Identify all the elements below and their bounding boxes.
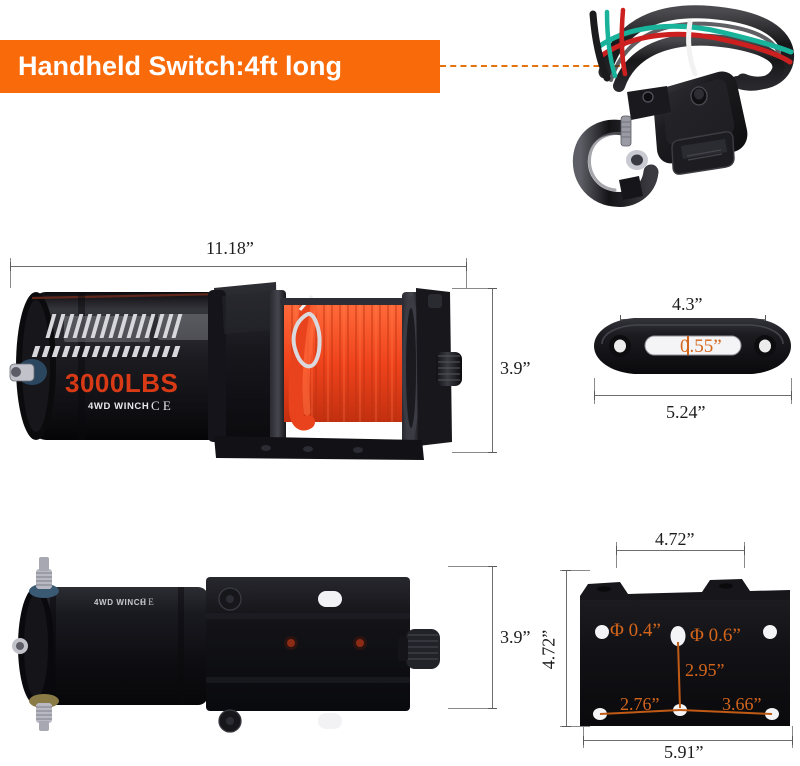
- winch-side-view: 3000LBS 4WD WINCH C E: [8, 270, 468, 465]
- dim-top-39-label: 3.9”: [500, 627, 531, 647]
- top-terminal-stud-upper: [29, 557, 59, 598]
- winch-top-knob: [398, 629, 440, 669]
- plate-measurement-lines: [599, 641, 773, 715]
- dim-side-39-ext-bottom: [452, 452, 494, 453]
- hole-upper-center: [670, 626, 686, 646]
- dim-plate-472-top-ext-right: [744, 542, 745, 568]
- dim-plate-472-left-ext-bottom: [560, 726, 590, 727]
- winch-sub-text: 4WD WINCH: [88, 401, 149, 412]
- dim-phi-06-label: Φ 0.6”: [690, 625, 741, 646]
- dim-plate-472-top-ext-left: [616, 542, 617, 568]
- plate-holes: [593, 625, 779, 720]
- banner-leader-line: [440, 65, 620, 67]
- dim-11-18-tick-right: [466, 262, 467, 271]
- dim-43-tick-right: [765, 315, 766, 324]
- winch-gearbox: [208, 282, 280, 450]
- dim-side-39-tick-bottom: [488, 452, 497, 453]
- dim-plate-366-label: 3.66”: [722, 694, 762, 714]
- dim-43-label: 4.3”: [672, 294, 703, 314]
- dim-plate-472-top-label: 4.72”: [655, 529, 695, 549]
- dim-top-39-tick-top: [488, 566, 497, 567]
- handheld-switch-assembly: [572, 0, 800, 215]
- winch-free-spool-knob: [416, 288, 462, 446]
- dim-side-39-tick-top: [488, 288, 497, 289]
- dim-524-tick-left: [594, 391, 595, 400]
- dim-plate-472-top-tick-right: [744, 546, 745, 555]
- hawse-fairlead: [590, 310, 795, 380]
- dim-plate-591-tick-left: [583, 736, 584, 745]
- ce-mark: C E: [151, 398, 171, 413]
- handheld-switch-banner: Handheld Switch:4ft long: [0, 40, 440, 93]
- winch-top-sub-text: 4WD WINCH: [94, 598, 147, 607]
- dim-524-tick-right: [791, 391, 792, 400]
- dim-top-39-line: [492, 566, 493, 708]
- switch-wire-harness: [589, 5, 795, 92]
- winch-base-plate: [214, 436, 424, 460]
- top-terminal-stud-lower: [29, 694, 59, 731]
- dim-phi-04-label: Φ 0.4”: [610, 620, 661, 641]
- dim-11-18-tick-left: [10, 262, 11, 271]
- dim-plate-472-top-tick-left: [616, 546, 617, 555]
- winch-top-ce-mark: C E: [140, 597, 154, 607]
- dim-plate-472-left-label: 4.72”: [538, 629, 559, 670]
- mounting-plate: [578, 570, 793, 735]
- dim-plate-472-left-ext-top: [560, 570, 590, 571]
- winch-drum-assembly: [270, 290, 420, 446]
- dim-top-39-ext-top: [448, 566, 494, 567]
- dim-side-39-label: 3.9”: [500, 358, 531, 378]
- dim-plate-591-tick-right: [792, 736, 793, 745]
- hole-upper-right: [763, 625, 777, 639]
- dim-plate-295-label: 2.95”: [685, 660, 725, 680]
- dim-plate-472-left-tick-bottom: [562, 726, 571, 727]
- dim-side-39-ext-top: [452, 288, 494, 289]
- dim-11-18-line: [10, 266, 466, 267]
- motor-terminal-post: [9, 359, 47, 385]
- winch-brand-text: 3000LBS: [65, 368, 178, 398]
- dim-11-18-ext-right: [466, 258, 467, 288]
- dim-plate-591-label: 5.91”: [664, 742, 704, 762]
- dim-11-18-label: 11.18”: [206, 238, 254, 258]
- dim-plate-472-left-line: [566, 570, 567, 726]
- dim-11-18-ext-left: [10, 258, 11, 288]
- dim-plate-472-top-line: [616, 550, 744, 551]
- dim-plate-276-label: 2.76”: [620, 694, 660, 714]
- dim-top-39-tick-bottom: [488, 708, 497, 709]
- winch-top-base: [206, 577, 440, 733]
- dim-top-39-ext-bottom: [448, 708, 494, 709]
- winch-top-view: 4WD WINCH C E: [8, 555, 458, 733]
- dim-side-39-line: [492, 288, 493, 452]
- handheld-switch-banner-label: Handheld Switch:4ft long: [18, 51, 342, 81]
- hole-upper-left: [595, 625, 609, 639]
- dim-plate-472-left-tick-top: [562, 570, 571, 571]
- winch-top-motor: 4WD WINCH C E: [12, 557, 208, 731]
- dim-524-line: [594, 395, 791, 396]
- dim-43-tick-left: [620, 315, 621, 324]
- handlebar-clamp: [572, 86, 671, 207]
- dim-plate-591-line: [583, 740, 792, 741]
- switch-body: [652, 71, 748, 175]
- dim-055-label: 0.55”: [680, 336, 722, 357]
- dim-524-label: 5.24”: [666, 402, 706, 422]
